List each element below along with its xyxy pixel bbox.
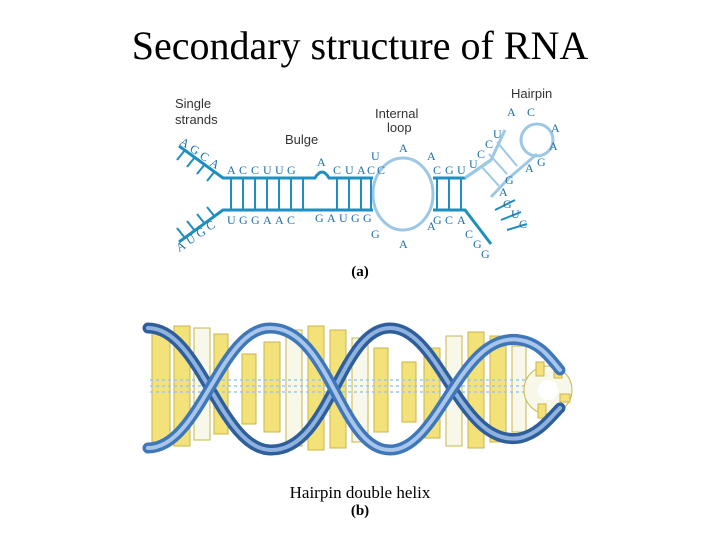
svg-text:A: A [263,213,272,227]
hairpin-rungs [480,141,518,187]
stem4-rungs [494,199,528,231]
svg-text:A: A [399,141,408,155]
svg-text:C: C [239,163,247,177]
svg-text:C: C [287,213,295,227]
svg-text:U: U [511,207,520,221]
tail-ticks [176,149,216,239]
label-bulge: Bulge [285,132,318,147]
svg-text:G: G [251,213,260,227]
svg-text:A: A [227,163,236,177]
svg-text:A: A [551,121,560,135]
label-single-strands: Single [175,96,211,111]
svg-text:A: A [549,139,558,153]
svg-text:A: A [457,213,466,227]
svg-text:G: G [239,213,248,227]
hairpin-double-helix-illustration [142,322,573,456]
hairpin-stem-left [464,129,507,180]
helix-hairpin-loop [523,361,573,419]
svg-text:U: U [339,211,348,225]
caption-b-title: Hairpin double helix [289,483,431,502]
base-pair-rungs [230,178,462,210]
svg-text:G: G [433,213,442,227]
svg-text:C: C [465,227,473,241]
svg-text:A: A [525,161,534,175]
internal-loop [371,156,435,232]
svg-text:C: C [519,217,527,231]
svg-text:C: C [251,163,259,177]
svg-text:A: A [499,185,508,199]
caption-a: (a) [351,264,369,280]
svg-text:U: U [457,163,466,177]
svg-text:C: C [485,137,493,151]
rna-secondary-structure-diagram: Single strands Bulge Internal loop Hairp… [174,86,561,261]
svg-text:U: U [227,213,236,227]
svg-text:A: A [399,237,408,251]
label-hairpin: Hairpin [511,86,552,101]
svg-text:C: C [445,213,453,227]
hairpin-stem-right [489,152,538,199]
svg-text:G: G [445,163,454,177]
svg-text:C: C [477,147,485,161]
svg-text:G: G [473,237,482,251]
caption-b: (b) [350,503,370,519]
svg-text:C: C [377,163,385,177]
svg-text:G: G [371,227,380,241]
svg-text:G: G [537,155,546,169]
svg-text:G: G [287,163,296,177]
svg-text:A: A [427,219,436,233]
svg-text:A: A [317,155,326,169]
svg-text:U: U [275,163,284,177]
label-internal-loop-2: loop [387,120,412,135]
top-strand-backbone [178,144,373,180]
svg-text:U: U [371,149,380,163]
svg-text:G: G [503,197,512,211]
svg-text:C: C [433,163,441,177]
bottom-strand-backbone [178,208,373,244]
svg-text:A: A [327,211,336,225]
svg-text:G: G [481,247,490,261]
svg-text:C: C [204,217,218,233]
svg-text:C: C [527,105,535,119]
svg-text:G: G [505,173,514,187]
svg-text:U: U [263,163,272,177]
svg-text:U: U [469,157,478,171]
svg-text:U: U [345,163,354,177]
svg-text:C: C [367,163,375,177]
hairpin-loop [519,122,555,158]
svg-text:G: G [315,211,324,225]
label-internal-loop: Internal [375,106,418,121]
slide-title: Secondary structure of RNA [131,23,589,68]
svg-text:A: A [357,163,366,177]
svg-text:A: A [507,105,516,119]
svg-text:U: U [493,127,502,141]
svg-text:G: G [351,211,360,225]
svg-text:G: G [363,211,372,225]
label-single-strands-2: strands [175,112,218,127]
svg-text:C: C [333,163,341,177]
svg-text:A: A [427,149,436,163]
stem3-bottom [433,208,493,245]
svg-text:A: A [275,213,284,227]
